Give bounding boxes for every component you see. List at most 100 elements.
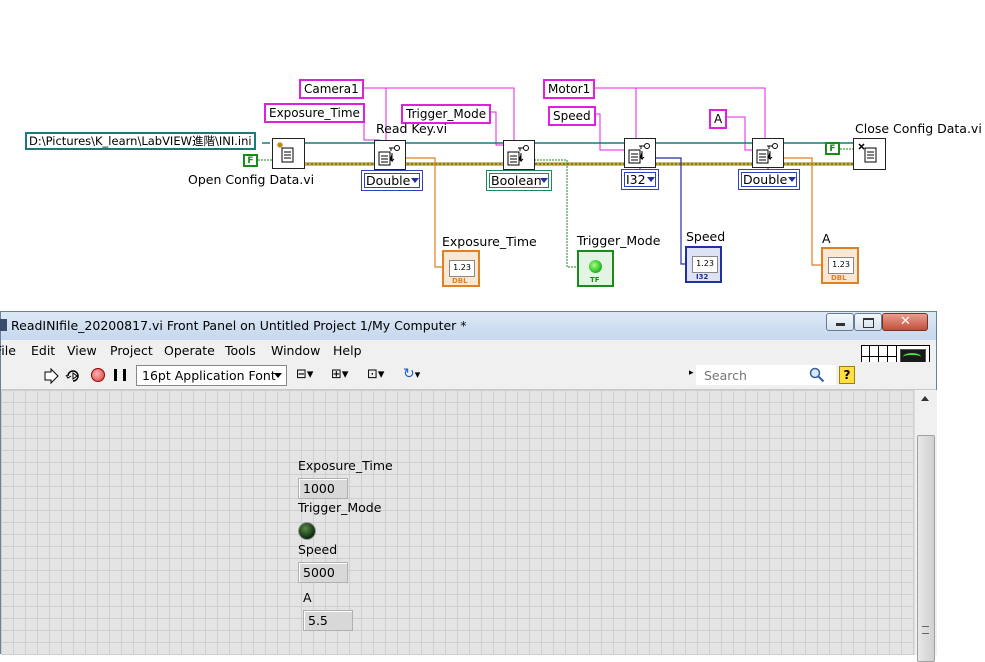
path-constant[interactable]: D:\Pictures\K_learn\LabVIEW進階\INI.ini [25, 132, 256, 150]
close-icon: ✕ [900, 314, 911, 329]
key-constant-speed[interactable]: Speed [548, 106, 596, 126]
key-constant-exposure-time[interactable]: Exposure_Time [264, 103, 365, 123]
exposure-time-indicator[interactable]: 1000 [298, 478, 348, 499]
run-arrow-icon[interactable] [43, 368, 59, 384]
close-button[interactable]: ✕ [882, 313, 928, 331]
indicator-label-trigger: Trigger_Mode [577, 233, 661, 248]
speed-label: Speed [298, 542, 338, 557]
terminal-type-tag: DBL [452, 277, 468, 285]
trigger-mode-terminal[interactable]: TF [577, 250, 614, 287]
vi-icon-sine [903, 353, 921, 361]
maximize-icon [863, 318, 874, 328]
trigger-mode-led[interactable] [298, 522, 316, 540]
read-key-vi-3[interactable] [624, 138, 656, 168]
title-bar[interactable]: ReadINIfile_20200817.vi Front Panel on U… [0, 312, 936, 340]
front-panel-canvas[interactable]: Exposure_Time 1000 Trigger_Mode Speed 50… [1, 390, 914, 655]
type-constant-double-1[interactable]: Double [361, 170, 423, 191]
terminal-display: 1.23 [828, 257, 854, 274]
menu-tools[interactable]: Tools [225, 343, 256, 358]
a-label: A [303, 590, 312, 605]
indicator-label-exposure: Exposure_Time [442, 234, 537, 249]
terminal-type-tag: TF [590, 276, 600, 284]
open-config-label: Open Config Data.vi [188, 172, 315, 187]
led-green-icon [589, 260, 602, 273]
open-config-vi[interactable] [272, 138, 305, 169]
read-key-icon [378, 145, 400, 166]
scroll-up-icon[interactable] [921, 396, 929, 401]
type-constant-boolean[interactable]: Boolean [486, 170, 552, 191]
dropdown-arrow-icon [411, 178, 419, 183]
reorder-icon[interactable]: ↻▾ [403, 366, 421, 382]
front-panel-window: ReadINIfile_20200817.vi Front Panel on U… [0, 311, 937, 662]
menu-edit[interactable]: Edit [31, 343, 56, 358]
dropdown-arrow-icon [540, 178, 548, 183]
type-constant-double-2[interactable]: Double [738, 169, 800, 190]
false-constant-close[interactable]: F [825, 142, 840, 155]
search-icon[interactable] [809, 367, 825, 383]
read-key-label: Read Key.vi [376, 121, 448, 136]
close-config-vi[interactable] [853, 138, 886, 170]
a-indicator[interactable]: 5.5 [303, 610, 353, 631]
search-toggle-icon[interactable]: ▸ [689, 368, 694, 378]
type-constant-value: Boolean [491, 173, 542, 188]
menu-help[interactable]: Help [333, 343, 362, 358]
menu-view[interactable]: View [67, 343, 97, 358]
pause-icon[interactable] [114, 369, 126, 381]
menu-window[interactable]: Window [271, 343, 321, 358]
toolbar: 16pt Application Font ⊟▾ ⊞▾ ⊡▾ ↻▾ ▸ ? [1, 362, 936, 390]
font-select-value: 16pt Application Font [142, 368, 276, 383]
indicator-label-a: A [822, 231, 831, 246]
section-constant-camera1[interactable]: Camera1 [299, 79, 364, 99]
read-key-vi-4[interactable] [752, 138, 784, 168]
type-constant-i32[interactable]: I32 [621, 169, 659, 190]
close-config-label: Close Config Data.vi [855, 121, 982, 136]
type-constant-value: Double [366, 173, 411, 188]
thumb-grip-icon [922, 626, 929, 634]
type-constant-value: Double [743, 172, 788, 187]
terminal-display: 1.23 [449, 260, 475, 277]
type-constant-value: I32 [626, 172, 646, 187]
menu-file[interactable]: File [0, 343, 16, 358]
dropdown-arrow-icon [647, 177, 655, 182]
menu-bar: File Edit View Project Operate Tools Win… [0, 340, 936, 379]
trigger-mode-label: Trigger_Mode [298, 500, 382, 515]
key-constant-a[interactable]: A [709, 109, 728, 129]
read-key-vi-2[interactable] [503, 140, 535, 170]
exposure-time-terminal[interactable]: 1.23 DBL [442, 250, 480, 287]
vertical-scrollbar[interactable] [914, 390, 937, 662]
terminal-type-tag: DBL [831, 274, 847, 282]
scrollbar-thumb[interactable] [917, 435, 935, 662]
read-key-icon [507, 145, 529, 166]
read-key-vi-1[interactable] [374, 140, 406, 170]
section-constant-motor1[interactable]: Motor1 [543, 79, 596, 99]
open-config-icon [277, 142, 294, 163]
read-key-icon [628, 143, 650, 164]
run-continuously-icon[interactable] [64, 367, 82, 385]
speed-terminal[interactable]: 1.23 I32 [685, 246, 722, 283]
search-box[interactable] [696, 365, 836, 385]
abort-icon[interactable] [91, 368, 105, 382]
terminal-type-tag: I32 [696, 273, 709, 281]
minimize-icon [836, 323, 845, 326]
distribute-objects-icon[interactable]: ⊞▾ [331, 367, 349, 382]
speed-indicator[interactable]: 5000 [298, 562, 348, 583]
exposure-time-label: Exposure_Time [298, 458, 393, 473]
minimize-button[interactable] [826, 313, 854, 331]
key-constant-trigger-mode[interactable]: Trigger_Mode [401, 104, 492, 124]
align-objects-icon[interactable]: ⊟▾ [296, 367, 314, 382]
dropdown-arrow-icon [788, 177, 796, 182]
maximize-button[interactable] [854, 313, 882, 331]
terminal-display: 1.23 [692, 256, 718, 273]
menu-project[interactable]: Project [110, 343, 153, 358]
font-select[interactable]: 16pt Application Font [136, 365, 287, 386]
resize-objects-icon[interactable]: ⊡▾ [367, 367, 385, 382]
window-title: ReadINIfile_20200817.vi Front Panel on U… [11, 318, 467, 333]
a-terminal[interactable]: 1.23 DBL [821, 247, 859, 284]
search-input[interactable] [696, 365, 816, 385]
menu-operate[interactable]: Operate [164, 343, 215, 358]
false-constant-open[interactable]: F [243, 154, 258, 167]
labview-app-icon [0, 319, 7, 331]
help-icon[interactable]: ? [839, 366, 855, 384]
indicator-label-speed: Speed [686, 229, 726, 244]
chevron-down-icon [274, 373, 282, 378]
